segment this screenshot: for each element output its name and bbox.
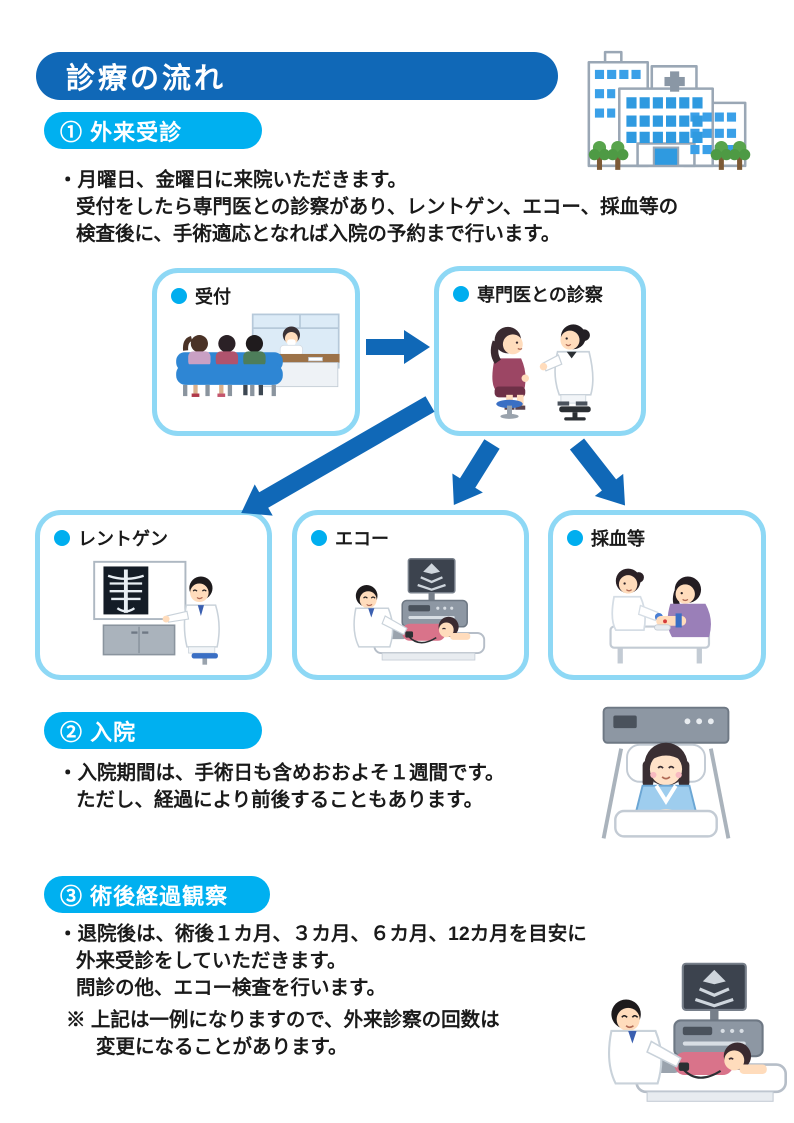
flow-node-header: 採血等 <box>567 525 749 551</box>
bullet-icon <box>54 530 70 546</box>
flow-node-header: エコー <box>311 525 512 551</box>
bullet-icon <box>311 530 327 546</box>
postop-echo-illustration <box>582 952 792 1112</box>
page-title: 診療の流れ <box>66 63 227 95</box>
hospital-illustration <box>563 46 769 178</box>
flow-node-label: 専門医との診察 <box>477 285 603 305</box>
flow-node-header: 専門医との診察 <box>453 281 629 307</box>
section-3-heading-banner: ③ 術後経過観察 <box>44 876 270 913</box>
text-line: 問診の他、エコー検査を行います。 <box>76 977 387 999</box>
arrow-to-echo-icon <box>452 439 500 506</box>
text-line: ・退院後は、術後１カ月、３カ月、６カ月、12カ月を目安に <box>58 923 587 945</box>
blood-draw-illustration <box>567 551 749 667</box>
arrow-right-icon <box>366 330 430 364</box>
flow-node-header: 受付 <box>171 283 343 309</box>
text-line: 変更になることがあります。 <box>96 1036 348 1058</box>
flow-node-consultation: 専門医との診察 <box>434 266 646 436</box>
flow-node-reception: 受付 <box>152 268 360 436</box>
flow-node-header: レントゲン <box>54 525 255 551</box>
followup-text: ・退院後は、術後１カ月、３カ月、６カ月、12カ月を目安に 外来受診をしていただき… <box>58 921 587 1002</box>
consultation-illustration <box>453 307 629 423</box>
xray-illustration <box>54 551 255 667</box>
followup-note: ※ 上記は一例になりますので、外来診察の回数は 変更になることがあります。 <box>66 1007 500 1061</box>
text-line: 外来受診をしていただきます。 <box>76 950 347 972</box>
bullet-icon <box>453 286 469 302</box>
section-1-heading-banner: ① 外来受診 <box>44 112 262 149</box>
hospital-bed-illustration <box>588 698 744 848</box>
flow-node-blood-draw: 採血等 <box>548 510 766 680</box>
text-line: ただし、経過により前後することもあります。 <box>76 789 484 811</box>
text-line: 検査後に、手術適応となれば入院の予約まで行います。 <box>76 223 561 245</box>
hospitalization-text: ・入院期間は、手術日も含めおおよそ１週間です。 ただし、経過により前後することも… <box>58 760 505 814</box>
text-line: 受付をしたら専門医との診察があり、レントゲン、エコー、採血等の <box>76 196 679 218</box>
echo-illustration <box>311 551 512 667</box>
flow-node-echo: エコー <box>292 510 529 680</box>
bullet-icon <box>567 530 583 546</box>
reception-illustration <box>171 309 343 423</box>
flow-node-xray: レントゲン <box>35 510 272 680</box>
text-line: ・月曜日、金曜日に来院いただきます。 <box>58 169 408 191</box>
flow-node-label: エコー <box>335 529 389 549</box>
section-2-heading: ② 入院 <box>60 719 137 745</box>
outpatient-text: ・月曜日、金曜日に来院いただきます。 受付をしたら専門医との診察があり、レントゲ… <box>58 167 678 248</box>
text-line: ※ 上記は一例になりますので、外来診察の回数は <box>66 1009 500 1031</box>
page-title-banner: 診療の流れ <box>36 52 558 100</box>
flow-node-label: レントゲン <box>78 529 168 549</box>
bullet-icon <box>171 288 187 304</box>
section-1-heading: ① 外来受診 <box>60 119 183 145</box>
flow-node-label: 受付 <box>195 287 231 307</box>
section-2-heading-banner: ② 入院 <box>44 712 262 749</box>
arrow-to-blood-icon <box>569 438 626 506</box>
section-3-heading: ③ 術後経過観察 <box>60 883 229 909</box>
flow-node-label: 採血等 <box>591 529 645 549</box>
text-line: ・入院期間は、手術日も含めおおよそ１週間です。 <box>58 762 505 784</box>
